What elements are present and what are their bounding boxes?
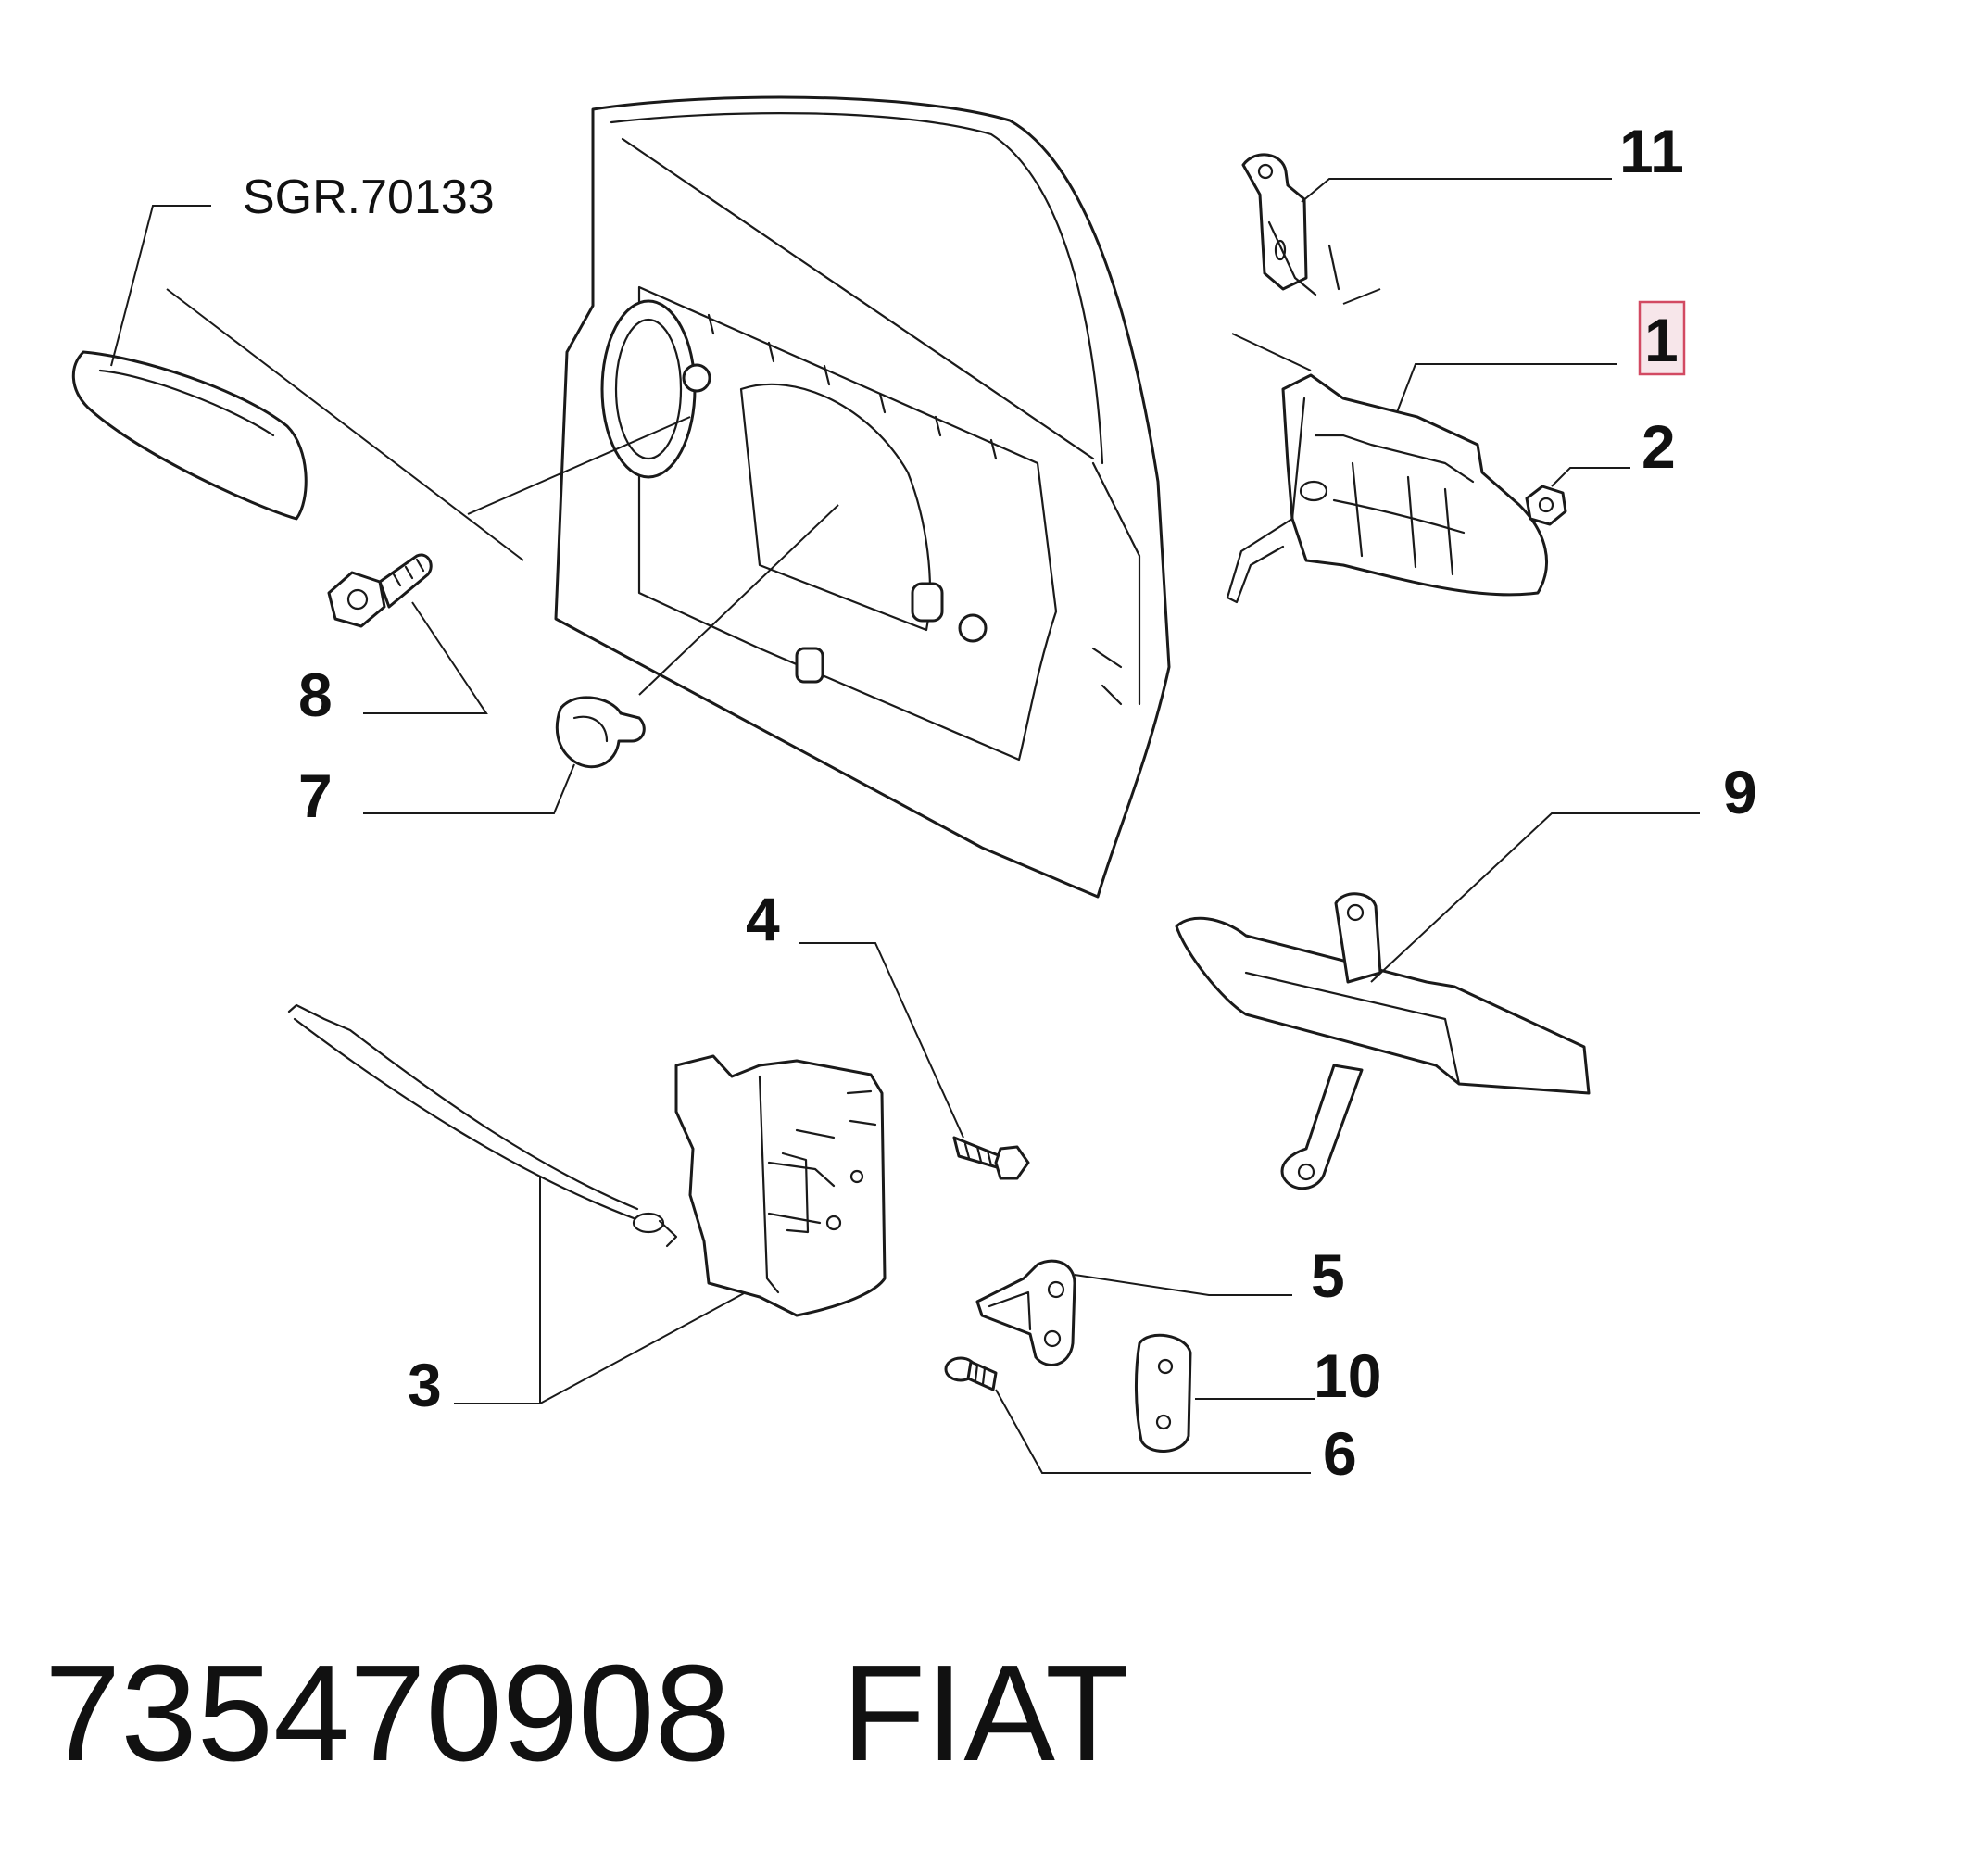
callout-5: 5 <box>1311 1241 1345 1310</box>
callout-1-highlight <box>1638 300 1686 376</box>
part-10-plate <box>1134 1333 1192 1453</box>
callout-10: 10 <box>1314 1341 1381 1410</box>
part-9-reinforcement <box>1175 892 1591 1190</box>
callout-8: 8 <box>298 661 333 729</box>
sgr-leader <box>110 205 211 367</box>
callout-2-leader <box>1551 467 1630 487</box>
part-2-nut <box>1525 485 1567 526</box>
callout-4-leader <box>799 942 964 1139</box>
callout-7: 7 <box>298 762 333 830</box>
callout-6-leader <box>995 1389 1311 1474</box>
part-7-clip <box>555 504 839 769</box>
callout-2: 2 <box>1642 412 1676 481</box>
callout-9: 9 <box>1723 758 1757 826</box>
callout-1: 1 <box>1644 306 1679 374</box>
callout-7-leader <box>363 763 575 814</box>
part-5-striker <box>975 1259 1076 1366</box>
callout-3: 3 <box>408 1351 442 1419</box>
diagram-canvas: SGR.70133 <box>71 95 1757 1488</box>
sgr-label: SGR.70133 <box>243 170 495 224</box>
part-8-bolt <box>327 553 433 628</box>
exploded-parts-diagram: SGR.70133 <box>71 95 1757 1488</box>
part-caption: 735470908 FIAT <box>44 1640 1128 1788</box>
callout-11-leader <box>1301 178 1612 203</box>
part-1-exterior-handle <box>1226 220 1549 604</box>
sgr-leader-to-door <box>166 288 524 561</box>
door-shell <box>554 95 1171 899</box>
callout-3-leader <box>454 1177 541 1404</box>
callout-11: 11 <box>1619 117 1684 185</box>
callout-4: 4 <box>746 885 780 953</box>
sgr-trim-part <box>71 350 308 521</box>
part-11-bracket <box>1241 153 1308 291</box>
callout-1-leader <box>1396 363 1617 413</box>
callout-9-leader <box>1370 812 1700 983</box>
callout-5-leader <box>1074 1274 1292 1296</box>
part-number: 735470908 <box>44 1637 731 1790</box>
callout-8-leader <box>363 601 488 714</box>
part-6-screw <box>944 1356 998 1391</box>
part-4-bolt <box>952 1136 1030 1180</box>
brand-name: FIAT <box>841 1637 1129 1790</box>
part-3-cable <box>287 1003 678 1248</box>
callout-6: 6 <box>1323 1419 1357 1488</box>
part-3-lock <box>674 1054 887 1317</box>
